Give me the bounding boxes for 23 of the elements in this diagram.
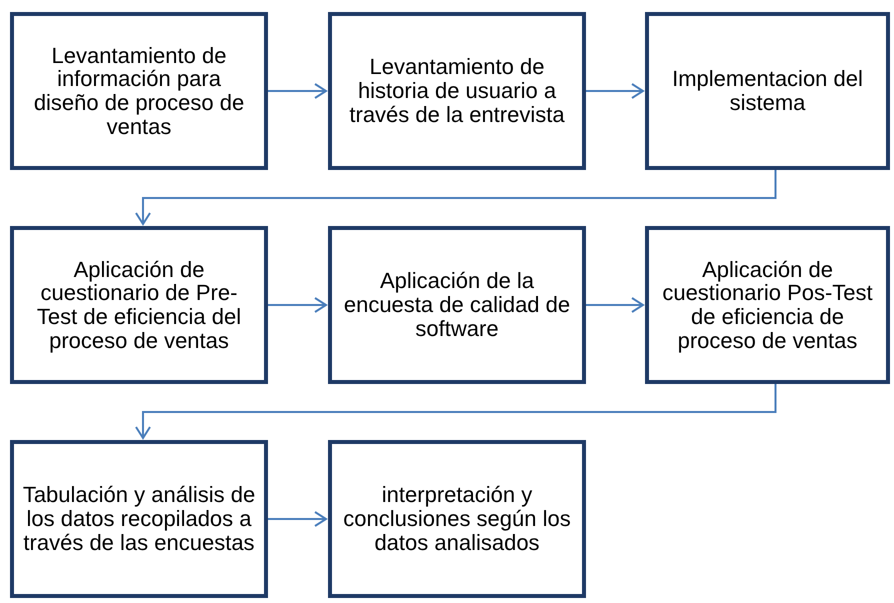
- arrow: [586, 297, 644, 313]
- step-text: Tabulación y análisis de los datos recopilados a través de las encuestas: [22, 483, 256, 555]
- step-text: Aplicación de la encuesta de calidad de software: [342, 269, 572, 341]
- arrow: [268, 297, 327, 313]
- arrow: [135, 384, 776, 439]
- arrow: [268, 83, 327, 99]
- arrow: [586, 83, 644, 99]
- step-text: Aplicación de cuestionario Pos-Test de eficiencia de proceso de ventas: [661, 258, 874, 352]
- process-box: [10, 440, 268, 598]
- step-text: interpretación y conclusiones según los datos analisados: [342, 483, 572, 555]
- process-box: [10, 226, 268, 384]
- process-box: [645, 226, 890, 384]
- step-text: Levantamiento de historia de usuario a través de la entrevista: [348, 55, 566, 127]
- process-box: [645, 12, 890, 170]
- arrow: [135, 170, 776, 225]
- step-text: Levantamiento de información para diseño de proceso de ventas: [32, 44, 246, 138]
- process-box: [10, 12, 268, 170]
- step-text: Aplicación de cuestionario de Pre-Test de eficiencia del proceso de ventas: [36, 258, 242, 352]
- process-box: [328, 226, 586, 384]
- process-box: [328, 440, 586, 598]
- process-box: [328, 12, 586, 170]
- step-text: Implementacion del sistema: [671, 67, 864, 115]
- arrow: [268, 511, 327, 527]
